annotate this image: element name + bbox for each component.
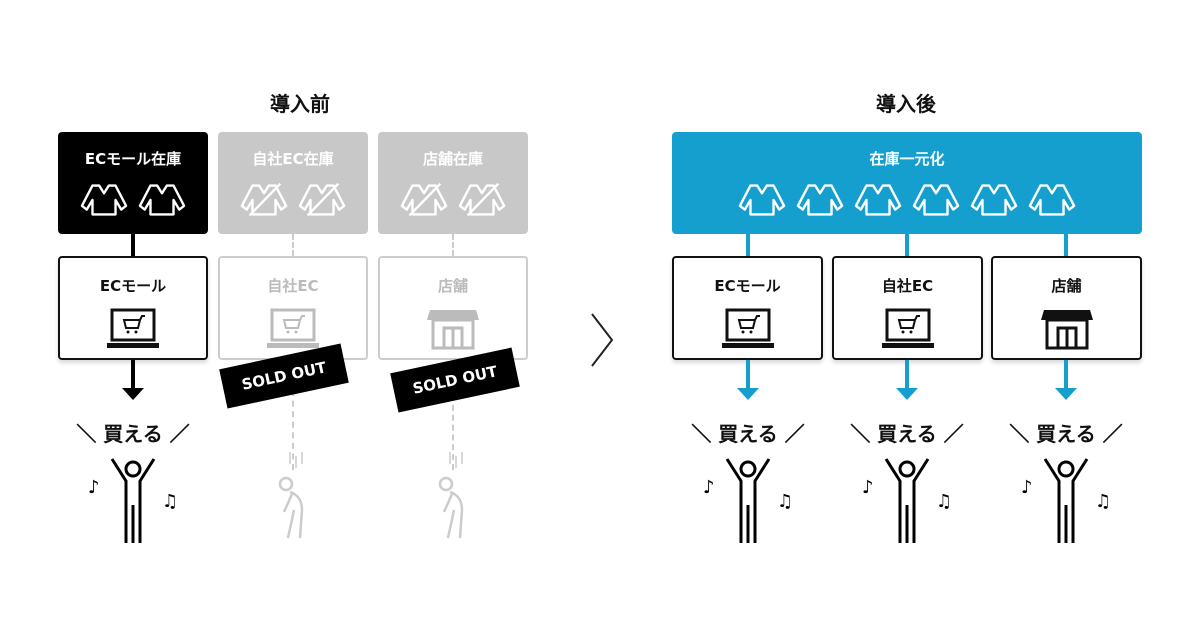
buy-label: ＼ 買える ／ [691, 422, 805, 446]
after-title: 導入後 [876, 92, 936, 116]
channel-store: 店舗 [378, 256, 528, 360]
connector-line [746, 234, 750, 256]
dashed-connector [452, 234, 454, 256]
channel-ec-mall: ECモール [58, 256, 208, 360]
connector-line [131, 234, 135, 256]
own-ec-inventory: 自社EC在庫 [218, 132, 368, 234]
laptop-cart-icon [881, 308, 935, 350]
channel-label: ECモール [714, 277, 781, 295]
dashed-connector [292, 390, 294, 470]
channel-own-ec: 自社EC [832, 256, 983, 360]
channel-store: 店舗 [991, 256, 1142, 360]
sad-person-icon [400, 450, 510, 544]
channel-label: 自社EC [267, 277, 319, 295]
inventory-label: ECモール在庫 [84, 150, 182, 168]
shirt-icon [796, 183, 844, 217]
channel-label: 自社EC [881, 277, 934, 295]
unified-inventory: 在庫一元化 [672, 132, 1142, 234]
dashed-connector [292, 234, 294, 256]
happy-person-icon [1011, 455, 1121, 549]
channel-label: 店舗 [1051, 277, 1082, 295]
laptop-cart-icon [721, 308, 775, 350]
buy-label: ＼ 買える ／ [850, 422, 964, 446]
shirt-crossed-icon [240, 183, 288, 217]
laptop-cart-icon [106, 308, 160, 350]
buy-label: ＼ 買える ／ [76, 422, 190, 446]
shirt-crossed-icon [458, 183, 506, 217]
buy-label: ＼ 買える ／ [1009, 422, 1123, 446]
store-icon [1040, 308, 1094, 350]
connector-line [905, 234, 909, 256]
happy-person-icon [78, 455, 188, 549]
shirt-icon [912, 183, 960, 217]
channel-label: 店舗 [437, 277, 468, 295]
shirt-icon [80, 183, 128, 217]
arrow-down-icon [122, 360, 144, 400]
shirt-icon [970, 183, 1018, 217]
shirt-icon [738, 183, 786, 217]
sad-person-icon [240, 450, 350, 544]
shirt-icon [1028, 183, 1076, 217]
shirt-icon [138, 183, 186, 217]
shirt-icon [854, 183, 902, 217]
store-inventory: 店舗在庫 [378, 132, 528, 234]
laptop-cart-icon [266, 308, 320, 350]
ec-mall-inventory: ECモール在庫 [58, 132, 208, 234]
before-title: 導入前 [270, 92, 330, 116]
connector-line [1064, 234, 1068, 256]
inventory-label: 店舗在庫 [422, 150, 483, 168]
shirt-crossed-icon [400, 183, 448, 217]
shirt-crossed-icon [298, 183, 346, 217]
inventory-label: 自社EC在庫 [252, 150, 334, 168]
store-icon [426, 308, 480, 350]
chevron-right-icon [591, 313, 614, 367]
dashed-connector [452, 395, 454, 470]
inventory-label: 在庫一元化 [869, 150, 945, 168]
happy-person-icon [852, 455, 962, 549]
happy-person-icon [693, 455, 803, 549]
channel-ec-mall: ECモール [672, 256, 823, 360]
arrow-down-icon [1055, 360, 1077, 400]
arrow-down-icon [896, 360, 918, 400]
channel-own-ec: 自社EC [218, 256, 368, 360]
arrow-down-icon [737, 360, 759, 400]
channel-label: ECモール [99, 277, 167, 295]
